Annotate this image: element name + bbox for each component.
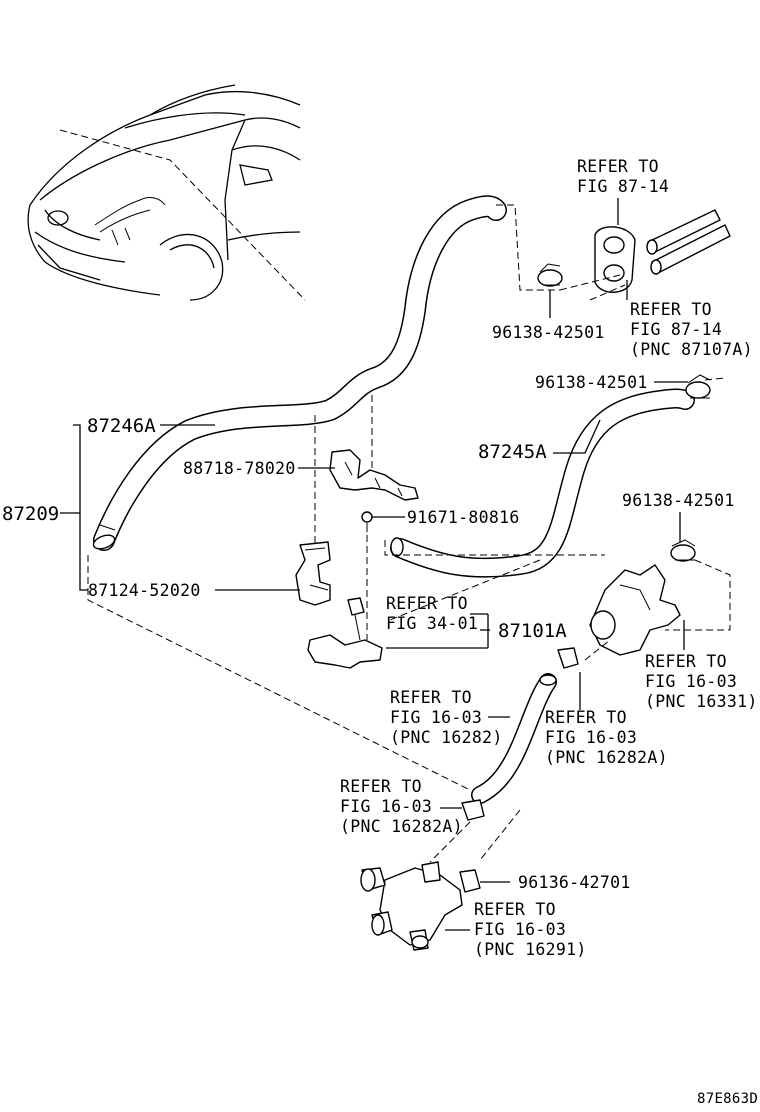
clamp-96138-right (670, 539, 696, 562)
ref-16282-line2: FIG 16-03 (390, 708, 482, 727)
label-88718-78020: 88718-78020 (183, 459, 296, 478)
ref-fig87-14-right-line2: FIG 87-14 (630, 320, 722, 339)
hose-87246A (92, 195, 507, 551)
diagram-code: 87E863D (697, 1091, 758, 1107)
ref-16282A-right-line3: (PNC 16282A) (545, 748, 668, 767)
clamp-96138-top (537, 263, 563, 287)
ref-16282A-left-line3: (PNC 16282A) (340, 817, 463, 836)
ref-16291-line1: REFER TO (474, 900, 556, 919)
ref-16291-line2: FIG 16-03 (474, 920, 566, 939)
ref-16282-line3: (PNC 16282) (390, 728, 503, 747)
label-96138-42501-top: 96138-42501 (492, 323, 605, 342)
label-91671-80816: 91671-80816 (407, 508, 520, 527)
label-87124-52020: 87124-52020 (88, 581, 201, 600)
thermostat-housing-16291 (360, 861, 463, 951)
valve-87101A (307, 597, 383, 669)
clip-96136-42701 (459, 869, 481, 893)
ref-16282-line1: REFER TO (390, 688, 472, 707)
ref-16331-line2: FIG 16-03 (645, 672, 737, 691)
label-96136-42701: 96136-42701 (518, 873, 631, 892)
ref-16282A-left-line1: REFER TO (340, 777, 422, 796)
ref-fig87-14-top-line2: FIG 87-14 (577, 177, 669, 196)
vehicle-illustration (27, 84, 301, 301)
clamp-96138-mid (685, 374, 711, 399)
water-outlet-16331 (589, 564, 681, 656)
label-87209: 87209 (2, 503, 59, 525)
label-87246A: 87246A (87, 415, 156, 437)
ref-16282A-right-line1: REFER TO (545, 708, 627, 727)
label-96138-42501-right: 96138-42501 (622, 491, 735, 510)
clip-88718-78020 (329, 449, 419, 501)
hose-16282 (471, 673, 557, 804)
ref-16282A-left-line2: FIG 16-03 (340, 797, 432, 816)
part-labels: 87246A 87209 88718-78020 91671-80816 871… (2, 323, 758, 1107)
label-96138-42501-mid: 96138-42501 (535, 373, 648, 392)
ref-fig87-14-right-line1: REFER TO (630, 300, 712, 319)
ref-fig87-14-top-line1: REFER TO (577, 157, 659, 176)
car-leader (59, 129, 306, 301)
reference-labels: REFER TO FIG 87-14 REFER TO FIG 87-14 (P… (340, 157, 758, 959)
bracket-87124-52020 (295, 541, 331, 606)
ref-fig34-01-line2: FIG 34-01 (386, 614, 478, 633)
heater-pipes (646, 209, 731, 275)
clamp-16282A-upper (557, 647, 579, 669)
leader-lines (60, 198, 688, 931)
clamp-16282A-lower (461, 799, 485, 821)
ref-fig87-14-right-line3: (PNC 87107A) (630, 340, 753, 359)
ref-16291-line3: (PNC 16291) (474, 940, 587, 959)
hose-87245A (390, 388, 695, 578)
ref-16331-line3: (PNC 16331) (645, 692, 758, 711)
grommet-fig87-14 (594, 226, 636, 293)
ref-16282A-right-line2: FIG 16-03 (545, 728, 637, 747)
ref-fig34-01-line1: REFER TO (386, 594, 468, 613)
label-87245A: 87245A (478, 441, 547, 463)
label-87101A: 87101A (498, 620, 567, 642)
ref-16331-line1: REFER TO (645, 652, 727, 671)
bolt-91671-80816 (361, 511, 373, 532)
